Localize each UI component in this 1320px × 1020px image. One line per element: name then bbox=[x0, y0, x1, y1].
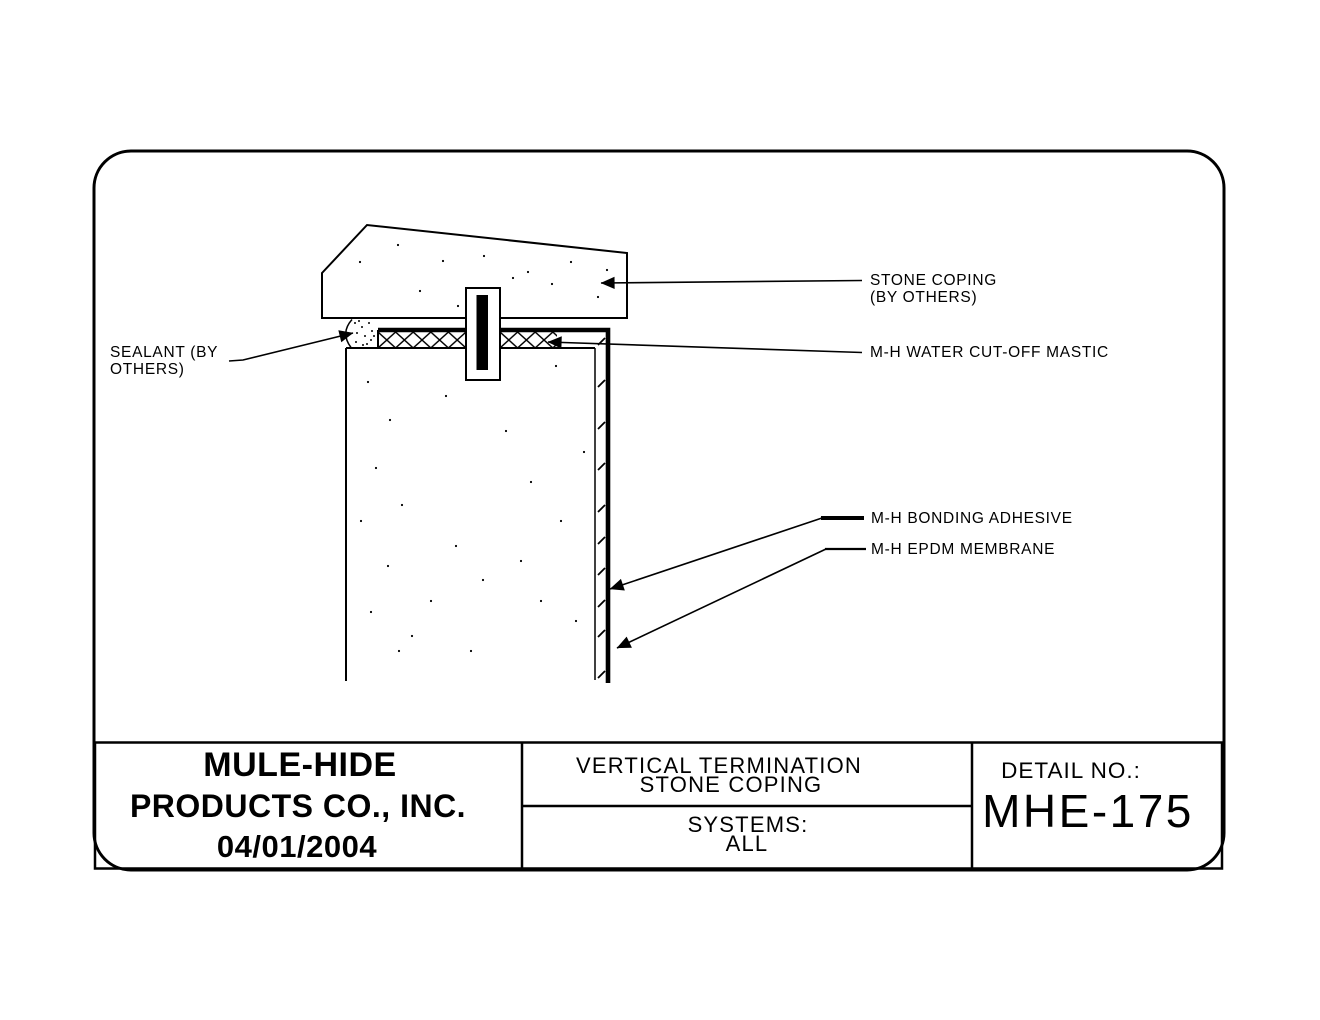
epdm-membrane-line bbox=[378, 327, 611, 683]
callout-bonding-adhesive: M-H BONDING ADHESIVE bbox=[871, 510, 1073, 527]
sheet-border bbox=[92, 149, 1226, 872]
callout-sealant-line1: SEALANT (BY bbox=[110, 344, 218, 361]
callout-sealant-line2: OTHERS) bbox=[110, 361, 185, 378]
leader-epdm-membrane bbox=[616, 548, 827, 649]
company-name-line2: PRODUCTS CO., INC. bbox=[130, 788, 466, 824]
revision-date: 04/01/2004 bbox=[217, 829, 377, 864]
detail-no-value: MHE-175 bbox=[982, 785, 1194, 837]
mastic-hatch-right bbox=[500, 331, 557, 348]
callout-water-cutoff-mastic: M-H WATER CUT-OFF MASTIC bbox=[870, 344, 1109, 361]
wall-stipple bbox=[359, 364, 586, 653]
mastic-hatch-left bbox=[378, 331, 466, 348]
callout-epdm-membrane: M-H EPDM MEMBRANE bbox=[871, 541, 1055, 558]
leader-sealant bbox=[228, 330, 354, 362]
systems-label: SYSTEMS: bbox=[688, 812, 809, 837]
systems-value: ALL bbox=[726, 831, 769, 856]
drawing-title-line2: STONE COPING bbox=[640, 772, 823, 797]
fastener-bar bbox=[476, 295, 488, 370]
detail-no-label: DETAIL NO.: bbox=[1001, 758, 1141, 783]
callout-stone-coping-line2: (BY OTHERS) bbox=[870, 289, 977, 306]
sealant-stipple bbox=[354, 320, 375, 346]
callout-stone-coping-line1: STONE COPING bbox=[870, 272, 997, 289]
leader-water-cutoff-mastic bbox=[547, 336, 863, 354]
leader-stone-coping bbox=[600, 276, 863, 290]
drawing-title-line1: VERTICAL TERMINATION bbox=[576, 753, 862, 778]
company-name-line1: MULE-HIDE bbox=[203, 746, 396, 784]
stone-coping-shape bbox=[321, 223, 628, 319]
stone-coping-stipple bbox=[358, 243, 609, 308]
bonding-adhesive-ticks bbox=[597, 337, 606, 679]
leader-bonding-adhesive bbox=[609, 517, 823, 591]
